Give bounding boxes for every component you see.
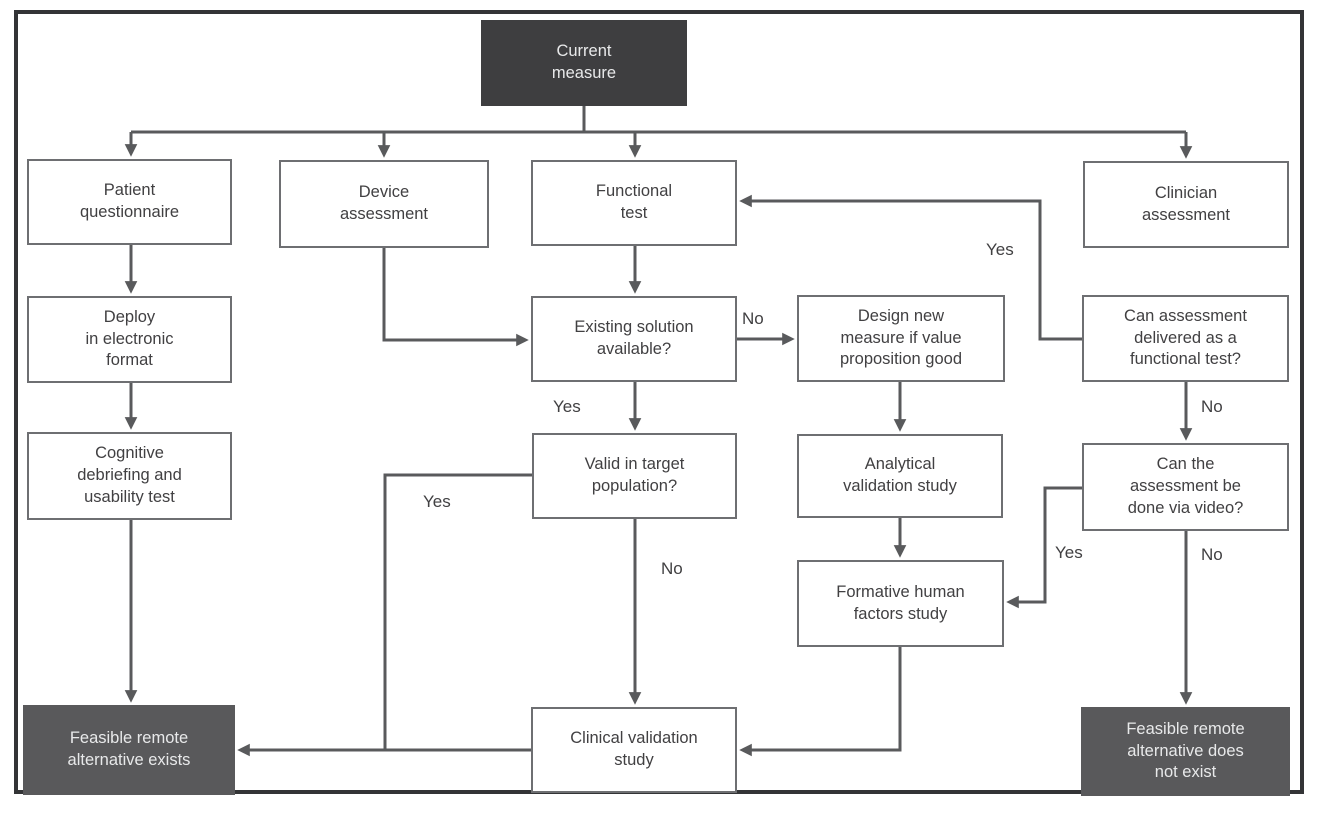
edge-label-can-functional-no: No [1201, 397, 1223, 416]
node-label: Formative human factors study [836, 582, 965, 623]
node-label: Cognitive debriefing and usability test [77, 444, 182, 506]
node-label: Patient questionnaire [79, 181, 180, 221]
node-label: Can assessment delivered as a functional… [1124, 306, 1247, 369]
node-cognitive-debriefing: Cognitive debriefing and usability test [27, 432, 232, 520]
node-label: Valid in target population? [584, 455, 685, 495]
edge-formative-to-clinical [739, 647, 902, 757]
edge-label-video-no: No [1201, 545, 1223, 564]
node-feasible-remote-alternative-exists: Feasible remote alternative exists [23, 705, 235, 795]
edge-label-valid-yes: Yes [423, 492, 451, 511]
node-label: Feasible remote alternative does not exi… [1126, 719, 1245, 782]
edge-label-functional-loop-yes: Yes [986, 240, 1014, 259]
edge-device-to-existing [382, 248, 529, 347]
edge-label-existing-yes: Yes [553, 397, 581, 416]
node-label: Functional test [595, 182, 673, 222]
node-label: Design new measure if value proposition … [839, 306, 962, 369]
node-clinician-assessment: Clinician assessment [1083, 161, 1289, 248]
node-existing-solution-available: Existing solution available? [531, 296, 737, 382]
node-analytical-validation-study: Analytical validation study [797, 434, 1003, 518]
edge-trunk [131, 106, 1186, 134]
node-label: Deploy in electronic format [85, 307, 174, 370]
node-label: Existing solution available? [574, 318, 694, 358]
node-deploy-electronic-format: Deploy in electronic format [27, 296, 232, 383]
edge-valid-yes-elbow [383, 473, 532, 750]
node-label: Current measure [551, 42, 617, 82]
node-design-new-measure: Design new measure if value proposition … [797, 295, 1005, 382]
node-patient-questionnaire: Patient questionnaire [27, 159, 232, 245]
node-functional-test: Functional test [531, 160, 737, 246]
node-label: Clinician assessment [1141, 183, 1231, 224]
node-device-assessment: Device assessment [279, 160, 489, 248]
node-feasible-remote-alternative-does-not-exist: Feasible remote alternative does not exi… [1081, 707, 1290, 796]
edge-label-valid-no: No [661, 559, 683, 578]
node-clinical-validation-study: Clinical validation study [531, 707, 737, 793]
node-label: Clinical validation study [570, 729, 698, 769]
node-label: Can the assessment be done via video? [1127, 455, 1244, 517]
node-label: Device assessment [339, 183, 429, 223]
node-current-measure: Current measure [481, 20, 687, 106]
node-valid-in-target-population: Valid in target population? [532, 433, 737, 519]
node-can-assessment-done-via-video: Can the assessment be done via video? [1082, 443, 1289, 531]
node-label: Analytical validation study [843, 455, 957, 495]
node-formative-human-factors-study: Formative human factors study [797, 560, 1004, 647]
node-label: Feasible remote alternative exists [67, 729, 191, 769]
edge-label-video-yes: Yes [1055, 543, 1083, 562]
edge-canfunctional-yes-loop [739, 194, 1082, 341]
node-can-assessment-functional-test: Can assessment delivered as a functional… [1082, 295, 1289, 382]
edge-video-yes-to-formative [1006, 486, 1082, 609]
edge-label-existing-no: No [742, 309, 764, 328]
